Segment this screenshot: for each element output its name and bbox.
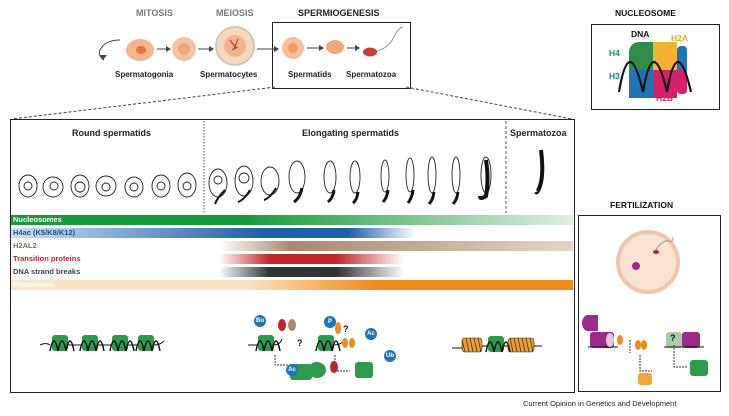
acetylation-mark: Ac [365, 328, 377, 340]
spermatozoa-stage-label: Spermatozoa [510, 128, 567, 138]
track-h4ac [11, 228, 573, 238]
footer-caption: Current Opinion in Genetics and Developm… [523, 399, 677, 408]
h4-label: H4 [609, 48, 620, 58]
elongating-cell [326, 40, 344, 54]
meiosis-label: MEIOSIS [216, 8, 254, 18]
round-spermatid-cell [70, 174, 90, 198]
track-protamines [11, 280, 573, 290]
dna-label: DNA [631, 29, 650, 39]
ubiquitination-mark: Ub [384, 350, 396, 362]
round-spermatid-cell [95, 175, 117, 197]
round-spermatid-cell [151, 174, 171, 198]
round-spermatid-cell [42, 176, 64, 198]
elongating-spermatid-cell [451, 156, 461, 194]
spermiogenesis-box [272, 22, 411, 89]
spermatogonia-label: Spermatogonia [115, 70, 174, 79]
track-label-protamines: Protamines [13, 280, 54, 289]
spermatogonia-cell-2 [172, 37, 196, 61]
track-label-h2al2: H2AL2 [13, 241, 37, 250]
acetylation-mark-2: Ac [286, 364, 298, 376]
fertilization-question-mark: ? [670, 333, 676, 343]
track-label-h4ac: H4ac (K5/K8/K12) [13, 228, 76, 237]
spermatogonia-cell [99, 39, 154, 61]
h3-label: H3 [609, 71, 620, 81]
spermatocyte-cell [215, 26, 255, 66]
round-spermatid-cell [124, 176, 144, 198]
main-panel [10, 119, 575, 393]
fertilization-illustration [582, 230, 708, 385]
spermatozoon-drawing [534, 149, 545, 195]
fertilization-box [578, 215, 721, 392]
spermiogenesis-label: SPERMIOGENESIS [298, 8, 380, 18]
elongating-spermatid-cell [288, 160, 306, 194]
elongating-spermatid-cell [234, 165, 254, 197]
spermatid-cell [282, 37, 304, 59]
track-label-dna-strand-breaks: DNA strand breaks [13, 267, 81, 276]
elongating-spermatid-cell [380, 159, 390, 193]
nucleosome-illustration [617, 42, 693, 98]
round-spermatids-label: Round spermatids [72, 128, 152, 138]
protamine-chromatin [452, 335, 542, 353]
nucleosome-array [49, 334, 165, 352]
phosphorylation-mark: P [324, 316, 336, 328]
spermatids-label: Spermatids [288, 70, 332, 79]
nucleosome-title: NUCLEOSOME [615, 8, 676, 18]
round-spermatid-cell [177, 172, 197, 198]
track-h2al2 [11, 241, 573, 251]
track-transition-proteins [11, 254, 573, 264]
round-spermatid-cell [18, 174, 38, 198]
elongating-spermatid-cell [427, 156, 437, 194]
fertilization-title: FERTILIZATION [610, 200, 674, 210]
elongating-spermatids-label: Elongating spermatids [302, 128, 400, 138]
question-mark-1: ? [297, 338, 303, 348]
h2b-label: H2B [656, 93, 674, 103]
protamine-to-histone [582, 315, 708, 385]
spermatocytes-label: Spermatocytes [200, 70, 258, 79]
oocyte [616, 230, 680, 294]
butyrylation-mark: Bu [254, 315, 266, 327]
question-mark-2: ? [343, 324, 349, 334]
elongating-spermatid-cell [349, 160, 361, 194]
modified-nucleosomes [248, 319, 373, 380]
spermatozoon-cell [363, 26, 404, 57]
elongating-spermatid-cell [405, 157, 415, 193]
spermatozoa-label: Spermatozoa [346, 70, 397, 79]
track-label-transition-proteins: Transition proteins [13, 254, 81, 263]
nucleosome-box [591, 24, 720, 110]
track-dna-strand-breaks [11, 267, 573, 277]
track-label-nucleosomes: Nucleosomes [13, 215, 62, 224]
mitosis-label: MITOSIS [136, 8, 173, 18]
h2a-label: H2A [671, 33, 689, 43]
elongating-spermatid-cell [323, 160, 337, 194]
track-nucleosomes [11, 215, 573, 225]
